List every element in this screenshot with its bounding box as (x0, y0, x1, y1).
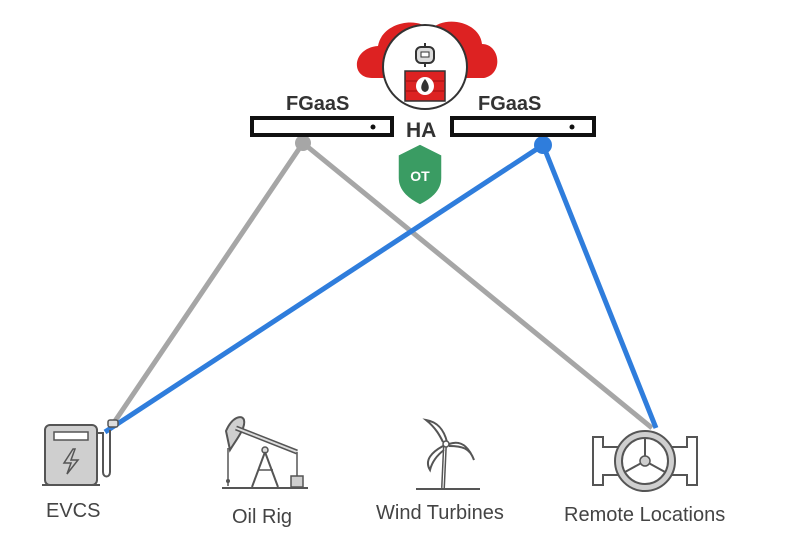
valve-icon (592, 430, 698, 492)
link-fgaas1-remote (301, 141, 654, 430)
site-label-oil-rig: Oil Rig (232, 506, 293, 528)
fgaas-label-1: FGaaS (286, 93, 350, 115)
port-dot-fgaas2 (534, 136, 552, 154)
fgaas-appliance-1[interactable] (250, 116, 394, 137)
ha-label: HA (406, 119, 437, 142)
fgaas-label-2: FGaaS (478, 93, 542, 115)
fgaas-appliance-2[interactable] (450, 116, 596, 137)
cloud-firewall-icon (356, 21, 498, 110)
ev-charger-icon[interactable] (42, 419, 119, 486)
ot-badge-label: OT (410, 168, 430, 184)
oil-pump-icon (222, 416, 308, 489)
link-fgaas2-remote (540, 144, 659, 429)
wind-turbine-icon (416, 418, 480, 490)
shield-icon: OT (397, 143, 443, 206)
site-label-wind-turbines: Wind Turbines (376, 502, 504, 524)
site-label-remote-locations: Remote Locations (564, 504, 726, 526)
site-label-evcs: EVCS (46, 500, 101, 522)
link-fgaas1-evcs (110, 141, 306, 426)
port-dot-fgaas1 (295, 135, 311, 151)
link-fgaas2-evcs (103, 142, 545, 435)
